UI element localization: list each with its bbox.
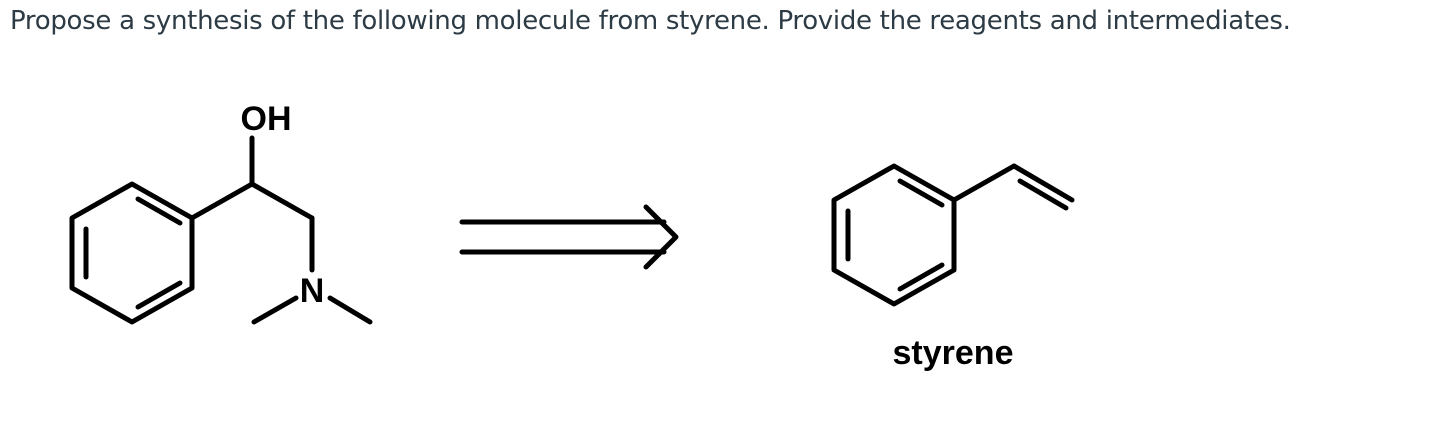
target-bond-ring-to-carbinol	[189, 181, 255, 221]
target-bond-n-methyl-left	[251, 295, 299, 325]
question-text: Propose a synthesis of the following mol…	[10, 6, 1291, 36]
styrene-vinyl-bond	[1011, 163, 1075, 203]
styrene-label: styrene	[893, 334, 1014, 372]
target-ring-double-bond	[135, 280, 183, 310]
styrene-bond-ring-to-vinyl	[951, 163, 1017, 203]
styrene-ring-double-bond	[897, 178, 945, 208]
styrene-benzene-ring	[831, 163, 957, 307]
retrosynthetic-arrow	[459, 204, 679, 270]
target-molecule	[69, 135, 373, 325]
target-benzene-ring	[69, 181, 195, 325]
styrene-ring-double-bond	[897, 262, 945, 292]
target-ring-double-bond	[135, 196, 183, 226]
hydroxyl-label: OH	[241, 100, 292, 138]
nitrogen-label: N	[300, 272, 325, 310]
styrene-vinyl-double-bond	[1017, 178, 1069, 211]
target-bond-c-ch2	[249, 181, 315, 221]
target-bond-n-methyl-right	[327, 295, 373, 325]
styrene-molecule	[831, 163, 1075, 307]
